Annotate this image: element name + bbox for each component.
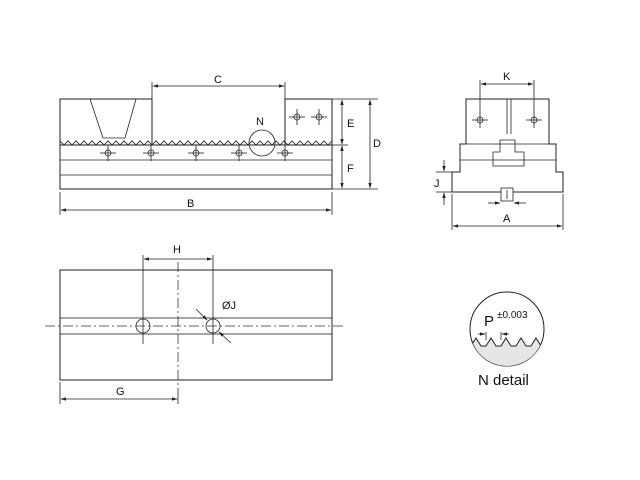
n-detail-caption: N detail [478,372,529,389]
label-b: B [187,198,194,210]
front-jaw-taper [89,98,137,139]
label-h: H [173,244,181,256]
rack-teeth [59,140,333,146]
label-tolerance: ±0.003 [497,310,528,321]
label-f: F [347,163,354,175]
label-g: G [116,386,125,398]
side-t-slot [492,139,525,167]
side-profile [451,98,564,193]
n-detail-teeth [470,337,544,366]
label-pitch: P [484,313,494,330]
label-n: N [256,116,264,128]
front-view: N C B E F D [59,74,381,215]
side-view: K J A [434,71,564,230]
label-k: K [503,71,511,83]
front-right-jaw [284,98,333,146]
label-c: C [214,74,222,86]
label-j-side: J [434,178,440,190]
top-view: H ØJ G [45,244,345,404]
label-hole-diameter: ØJ [222,300,236,312]
detail-n-circle [248,129,276,157]
top-body [59,269,333,381]
label-d: D [373,138,381,150]
label-a: A [503,213,511,225]
label-e: E [347,118,354,130]
side-bolt-holes [472,112,542,128]
n-detail: P ±0.003 N detail [469,291,545,389]
front-bolt-holes [100,109,327,161]
